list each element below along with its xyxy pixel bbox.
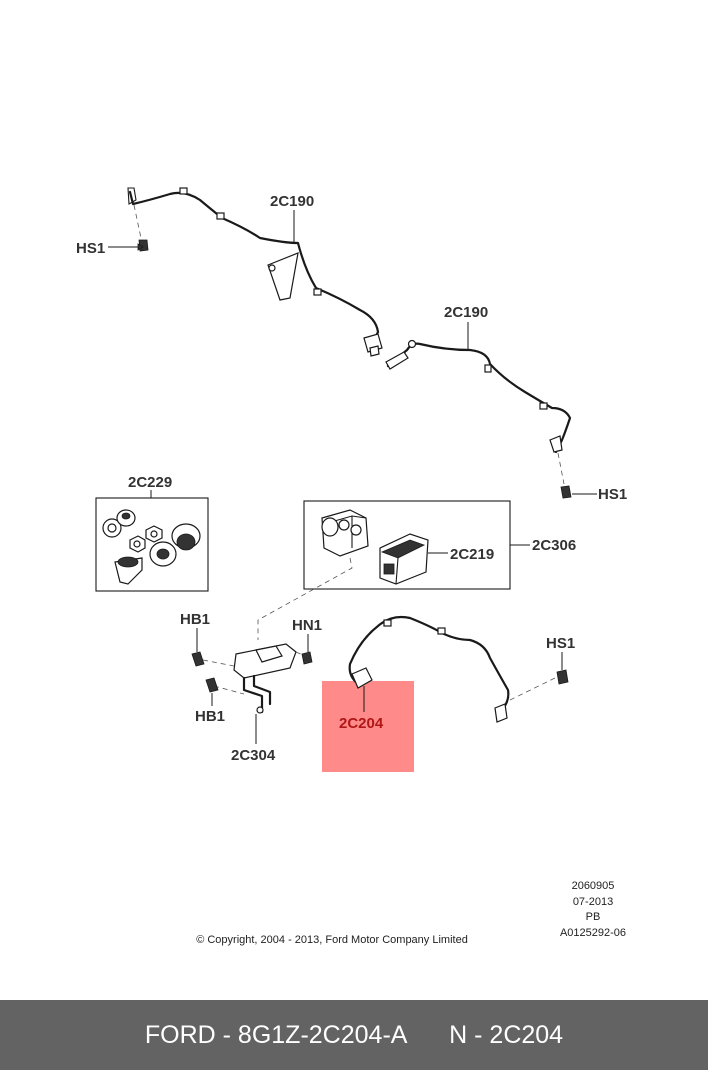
drawing-code: PB	[585, 911, 601, 923]
parts-diagram: HS1 2C190 2C190 HS1 2C229 2C306 2C219 HB…	[76, 187, 627, 772]
callout-hb1-top: HB1	[180, 611, 210, 628]
hb1-bolt-top	[191, 651, 205, 667]
part-number-bar: FORD - 8G1Z-2C204-A N - 2C204	[0, 1000, 708, 1070]
callout-hb1-bottom: HB1	[195, 708, 225, 725]
footer-gap	[407, 1021, 449, 1050]
wheel-speed-sensor-2c204[interactable]	[348, 615, 510, 723]
callout-hs1-lower: HS1	[546, 635, 575, 652]
callout-2c219: 2C219	[450, 546, 494, 563]
hn1-nut	[301, 651, 313, 665]
callout-2c306: 2C306	[532, 537, 576, 554]
abs-hydraulic-unit[interactable]	[321, 509, 369, 557]
part-reference: N - 2C204	[449, 1020, 564, 1049]
hs1-bolt-lower	[556, 669, 569, 685]
copyright-notice: © Copyright, 2004 - 2013, Ford Motor Com…	[196, 934, 468, 946]
highlight-box-2c204	[322, 681, 414, 772]
part-number: FORD - 8G1Z-2C204-A	[144, 1020, 408, 1049]
wheel-sensor-harness-lower[interactable]	[385, 339, 572, 454]
callout-2c304: 2C304	[231, 747, 276, 764]
callout-hs1-right: HS1	[598, 486, 627, 503]
hs1-bolt-right	[560, 485, 572, 499]
bushing-kit-parts	[102, 509, 201, 585]
abs-bracket-2c304[interactable]	[233, 643, 297, 714]
drawing-ref: A0125292-06	[559, 926, 627, 939]
callout-2c190-a: 2C190	[270, 193, 314, 210]
callout-2c204: 2C204	[339, 715, 384, 732]
drawing-date: 07-2013	[572, 895, 614, 908]
callout-hs1-top: HS1	[76, 240, 105, 257]
hb1-bolt-bottom	[205, 677, 219, 693]
callout-hn1: HN1	[292, 617, 322, 634]
callout-2c190-b: 2C190	[444, 304, 488, 321]
callout-2c229: 2C229	[128, 474, 172, 491]
abs-control-module-2c219[interactable]	[379, 533, 429, 585]
wheel-sensor-harness-upper[interactable]	[127, 187, 383, 357]
drawing-id: 2060905	[571, 880, 615, 892]
kit-box-2c229	[95, 497, 209, 592]
drawing-meta: 2060905 07-2013 PB A0125292-06	[548, 879, 638, 941]
